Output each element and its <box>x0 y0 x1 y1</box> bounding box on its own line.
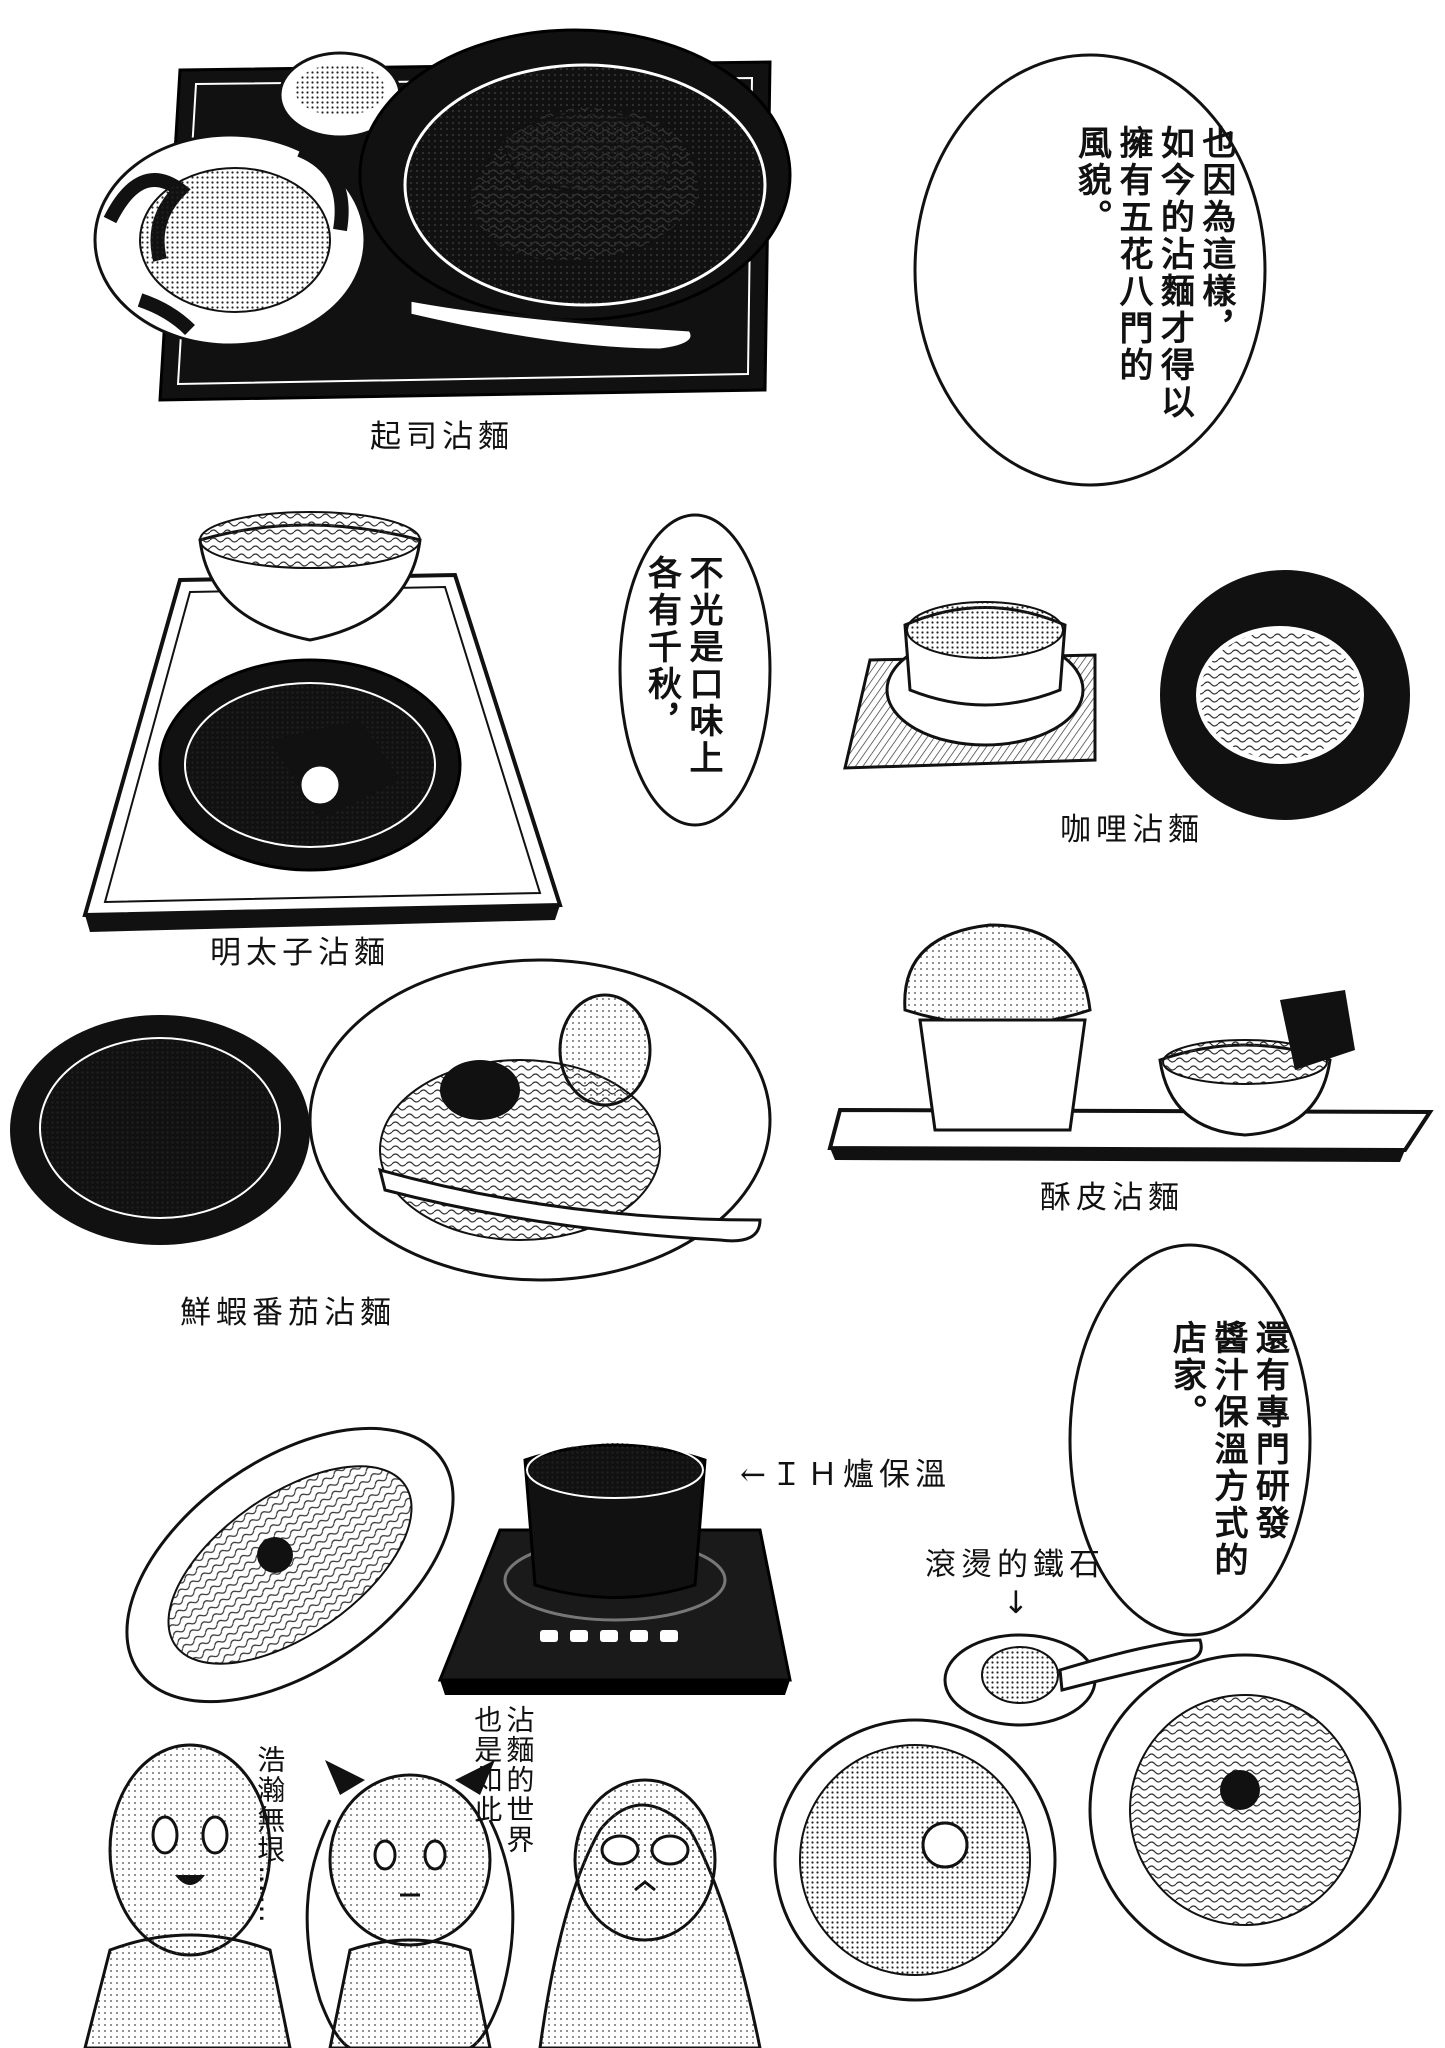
speech-line: 也是如此 <box>470 1705 504 1825</box>
caption-shrimp-tomato-tsukemen: 鮮蝦番茄沾麵 <box>180 1295 396 1331</box>
caption-ih-keep-warm: ←ＩＨ爐保溫 <box>740 1457 951 1493</box>
curry-tsukemen-illustration <box>843 570 1410 820</box>
hot-stone-arrow: ↓ <box>1003 1585 1034 1621</box>
character-left <box>83 1743 292 2048</box>
speech-bubble-top: 也因為這樣， 如今的沾麵才得以 擁有五花八門的 風貌。 <box>1070 125 1236 445</box>
speech-bubble-bottom: 還有專門研發 醬汁保溫方式的 店家。 <box>1165 1320 1289 1610</box>
oval-noodle-plate-illustration <box>125 1426 455 1704</box>
speech-line: 不光是口味上 <box>682 555 723 777</box>
speech-line: 店家。 <box>1166 1320 1207 1431</box>
character-right <box>538 1778 762 2048</box>
character-left-speech: 浩瀚無垠…… <box>253 1745 287 1925</box>
speech-line: 沾麵的世界 <box>502 1705 536 1855</box>
ih-cooker-illustration <box>437 1441 792 1695</box>
speech-bubble-mid: 不光是口味上 各有千秋， <box>640 555 723 815</box>
hot-stone-spoon-illustration <box>943 1633 1203 1727</box>
caption-cheese-tsukemen: 起司沾麵 <box>370 419 514 455</box>
speech-line: 醬汁保溫方式的 <box>1207 1320 1248 1579</box>
caption-mentaiko-tsukemen: 明太子沾麵 <box>210 935 390 971</box>
speech-line: 還有專門研發 <box>1249 1320 1290 1542</box>
character-middle <box>305 1760 515 2048</box>
speech-line: 也因為這樣， <box>1195 125 1236 347</box>
speech-line: 如今的沾麵才得以 <box>1154 125 1195 421</box>
character-middle-speech: 沾麵的世界 也是如此 <box>470 1705 536 1895</box>
shrimp-tomato-tsukemen-illustration <box>10 958 772 1282</box>
caption-pastry-tsukemen: 酥皮沾麵 <box>1040 1180 1184 1216</box>
noodle-plate-illustration <box>1088 1653 1402 1967</box>
soup-bowl-illustration <box>773 1718 1057 2002</box>
cheese-tsukemen-illustration <box>93 28 792 402</box>
pastry-tsukemen-illustration <box>827 923 1434 1162</box>
speech-line: 各有千秋， <box>641 555 682 740</box>
caption-hot-stone: 滾燙的鐵石 <box>925 1547 1105 1583</box>
speech-line: 擁有五花八門的 <box>1112 125 1153 384</box>
caption-curry-tsukemen: 咖哩沾麵 <box>1060 812 1204 848</box>
mentaiko-tsukemen-illustration <box>82 511 563 932</box>
speech-line: 風貌。 <box>1071 125 1112 236</box>
